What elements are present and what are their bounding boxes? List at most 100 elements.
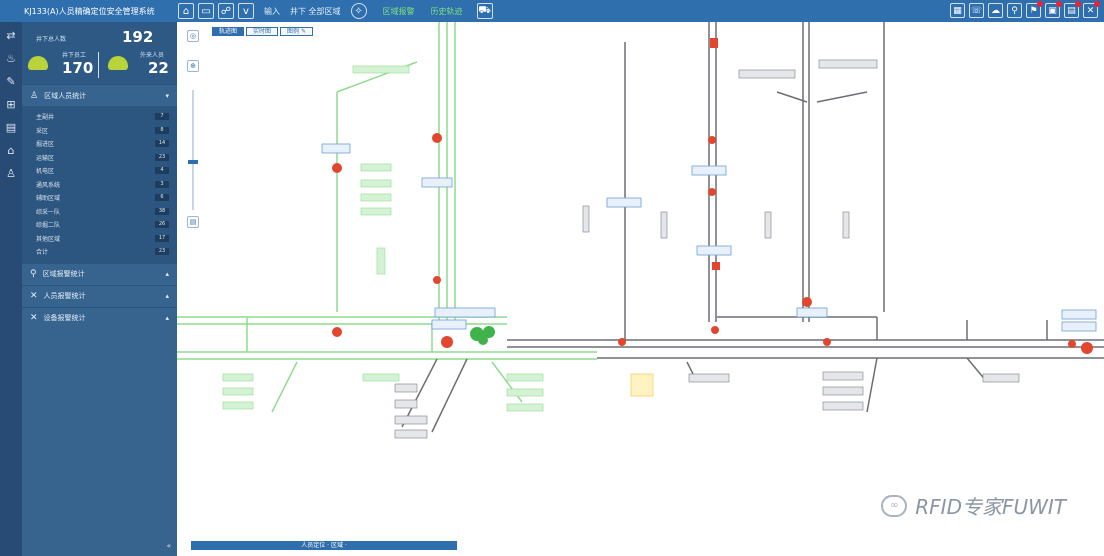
section-device-alarm[interactable]: ✕ 设备报警统计 ▴ <box>22 306 177 329</box>
staff-value: 170 <box>62 59 94 77</box>
area-count: 4 <box>155 167 169 175</box>
section-label: 区域报警统计 <box>42 270 85 278</box>
map-view-button[interactable]: 图例 ✎ <box>280 27 313 36</box>
list-item[interactable]: 采区 8 <box>36 124 169 138</box>
report-icon[interactable]: ▤ <box>5 121 17 134</box>
list-item[interactable]: 通风系统 3 <box>36 178 169 192</box>
edit-icon[interactable]: ✎ <box>6 75 16 88</box>
section-area-personnel[interactable]: ♙ 区域人员统计 ▾ <box>22 84 177 106</box>
watermark: ∞ RFID专家FUWIT <box>881 491 1066 520</box>
panel-icon[interactable]: ▣ <box>1045 1 1062 18</box>
zoom-track[interactable] <box>192 90 194 210</box>
search-label[interactable]: 输入 <box>264 6 280 16</box>
list-item[interactable]: 主副井 7 <box>36 110 169 124</box>
area-count: 38 <box>155 207 169 215</box>
alarm-icon[interactable]: ⚑ <box>1026 1 1043 18</box>
section-area-alarm[interactable]: ⚲ 区域报警统计 ▴ <box>22 262 177 285</box>
zoom-out-icon[interactable]: ▤ <box>187 216 199 228</box>
list-icon[interactable]: ▤ <box>1064 1 1081 18</box>
area-name: 综采一队 <box>36 208 61 216</box>
zoom-thumb[interactable] <box>188 160 198 164</box>
bus-icon[interactable]: ⛟ <box>476 3 493 19</box>
chevron-up-icon: ▴ <box>165 314 169 322</box>
area-count: 17 <box>155 234 169 242</box>
collapse-sidebar-button[interactable]: « <box>166 542 171 550</box>
label-tags <box>321 143 1097 332</box>
switch-icon[interactable]: ⇄ <box>6 29 16 42</box>
section-label: 区域人员统计 <box>44 91 87 100</box>
close-icon[interactable]: ✕ <box>1083 1 1100 18</box>
close-badge <box>1094 1 1100 7</box>
window-icon[interactable]: ▭ <box>198 3 214 19</box>
stats-panel: 井下总人数 192 井下员工 170 外来人员 22 <box>22 22 177 84</box>
yellow-label <box>630 373 654 397</box>
helmet-icon <box>28 56 48 70</box>
area-count: 3 <box>155 180 169 188</box>
area-count: 14 <box>155 140 169 148</box>
list-badge <box>1075 1 1081 7</box>
list-item[interactable]: 综采一队 38 <box>36 205 169 219</box>
area-name: 掘进区 <box>36 141 55 149</box>
fire-icon[interactable]: ♨ <box>6 52 16 65</box>
alarm-glyph: ⚑ <box>1029 5 1038 16</box>
area-name: 主副井 <box>36 114 55 122</box>
section-label: 人员报警统计 <box>43 292 86 300</box>
sidebar: 井下总人数 192 井下员工 170 外来人员 22 ♙ 区域人员统计 ▾ 主副… <box>22 22 177 556</box>
list-item[interactable]: 掘进区 14 <box>36 137 169 151</box>
tunnel-drawing <box>177 22 1104 439</box>
alarm-badge <box>1037 1 1043 7</box>
cloud-icon[interactable]: ☁ <box>988 3 1003 18</box>
building-icon[interactable]: ⌂ <box>7 144 15 157</box>
filter-select[interactable]: 井下 全部区域 <box>290 6 341 16</box>
area-count: 26 <box>155 221 169 229</box>
search-icon: ⚲ <box>30 269 37 279</box>
signal-icon[interactable]: ⅴ <box>238 3 254 19</box>
zoom-in-icon[interactable]: ⊕ <box>187 60 199 72</box>
equipment-cluster <box>470 326 495 345</box>
list-item[interactable]: 辅助区域 6 <box>36 191 169 205</box>
wechat-icon: ∞ <box>881 494 908 517</box>
user-icon[interactable]: ☍ <box>218 3 234 19</box>
map-view-buttons: 轨迹图实时图图例 ✎ <box>212 27 313 36</box>
area-name: 辅助区域 <box>36 195 61 203</box>
area-alarm-link[interactable]: 区域报警 <box>382 6 415 16</box>
icon-rail: ⇄ ♨ ✎ ⊞ ▤ ⌂ ♙ <box>0 22 22 556</box>
home-icon[interactable]: ⌂ <box>178 3 194 19</box>
chevron-up-icon: ▴ <box>165 292 169 300</box>
area-name: 采区 <box>36 127 49 135</box>
visitor-value: 22 <box>148 59 169 77</box>
grey-labels <box>394 59 1020 439</box>
area-count: 7 <box>155 113 169 121</box>
map-view-button[interactable]: 实时图 <box>246 27 279 36</box>
locate-icon[interactable]: ◎ <box>187 30 199 42</box>
personnel-icon: ♙ <box>30 90 39 101</box>
area-count: 23 <box>155 153 169 161</box>
area-count: 8 <box>155 126 169 134</box>
locate-icon[interactable]: ⚲ <box>1007 3 1022 18</box>
close-glyph: ✕ <box>1086 5 1095 16</box>
cross-icon: ✕ <box>30 291 38 301</box>
compass-icon[interactable]: ✧ <box>350 3 367 19</box>
section-person-alarm[interactable]: ✕ 人员报警统计 ▴ <box>22 284 177 307</box>
list-item[interactable]: 机电区 4 <box>36 164 169 178</box>
green-labels <box>222 65 544 412</box>
person-icon[interactable]: ♙ <box>6 167 16 180</box>
map-scrollbar[interactable]: 人员定位 · 区域 · <box>191 541 457 550</box>
mine-map[interactable]: 轨迹图实时图图例 ✎ ◎ ⊕ ▤ 人员定位 · 区域 · ∞ RFID专家FUW… <box>177 22 1104 556</box>
history-track-link[interactable]: 历史轨迹 <box>430 6 463 16</box>
area-name: 通风系统 <box>36 181 61 189</box>
area-count: 6 <box>155 194 169 202</box>
stats-divider <box>98 52 99 78</box>
staff-label: 井下员工 <box>62 52 87 59</box>
map-view-button[interactable]: 轨迹图 <box>212 27 245 36</box>
device-icon[interactable]: ⊞ <box>6 98 16 111</box>
area-name: 机电区 <box>36 168 55 176</box>
phone-icon[interactable]: ☏ <box>969 3 984 18</box>
grid-icon[interactable]: ▦ <box>950 3 965 18</box>
chevron-down-icon: ▾ <box>165 91 169 100</box>
panel-badge <box>1056 1 1062 7</box>
